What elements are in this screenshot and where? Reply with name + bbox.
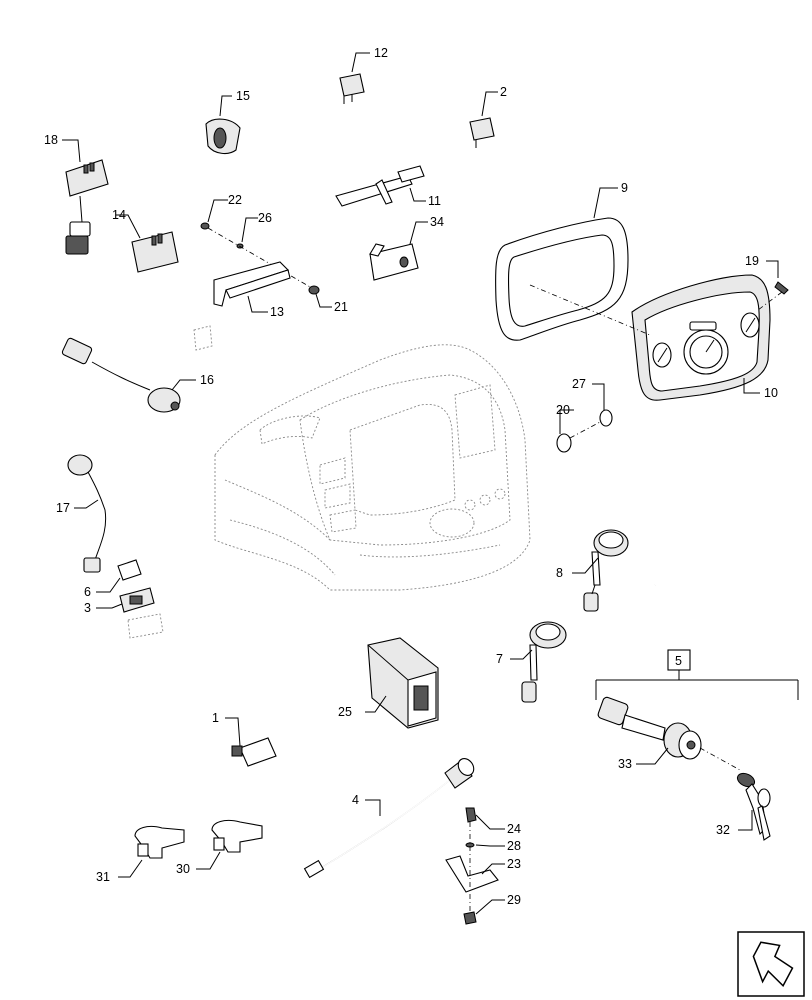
dashboard-housing-ghost <box>214 344 531 591</box>
part-32-keys <box>736 772 771 841</box>
part-4-cable-assembly <box>303 758 475 879</box>
callout-10: 10 <box>764 386 778 400</box>
part-15-connector-plug <box>205 118 241 155</box>
callout-17: 17 <box>56 501 70 515</box>
callout-9: 9 <box>621 181 628 195</box>
callout-25: 25 <box>338 705 352 719</box>
part-22-screw <box>200 222 210 230</box>
part-27-ring <box>599 409 613 427</box>
callout-33: 33 <box>618 757 632 771</box>
callout-8: 8 <box>556 566 563 580</box>
part-9-frame <box>495 217 629 341</box>
callout-5: 5 <box>675 654 682 668</box>
part-16-pressure-sensor <box>61 337 181 413</box>
callout-22: 22 <box>228 193 242 207</box>
part-11-bracket <box>335 165 425 207</box>
part-21-nut <box>308 285 320 295</box>
part-23-bracket <box>445 855 499 893</box>
part-19-screw <box>774 281 789 295</box>
part-5-assembly-bracket <box>595 649 799 700</box>
part-18-module <box>65 159 109 255</box>
part-29-nut <box>463 911 477 925</box>
part-30-switch-cap <box>211 819 263 853</box>
callout-2: 2 <box>500 85 507 99</box>
callout-28: 28 <box>507 839 521 853</box>
callout-27: 27 <box>572 377 586 391</box>
callout-26: 26 <box>258 211 272 225</box>
callout-20: 20 <box>556 403 570 417</box>
callout-6: 6 <box>84 585 91 599</box>
connector-ghost-small <box>127 613 164 639</box>
callout-23: 23 <box>507 857 521 871</box>
callout-18: 18 <box>44 133 58 147</box>
next-page-arrow-icon[interactable] <box>737 931 805 997</box>
part-20-ring <box>556 433 572 453</box>
callout-14: 14 <box>112 208 126 222</box>
part-25-rocker-switch <box>367 637 439 729</box>
callout-29: 29 <box>507 893 521 907</box>
callout-labels: 9 10 19 20 27 8 7 5 25 1 4 33 32 24 28 2… <box>44 46 778 907</box>
callout-34: 34 <box>430 215 444 229</box>
part-12-relay <box>339 73 365 104</box>
callout-1: 1 <box>212 711 219 725</box>
part-14-relay <box>131 231 179 273</box>
part-1-connector <box>231 737 277 767</box>
part-7-connector-plug <box>521 621 567 703</box>
part-34-bracket <box>369 243 419 281</box>
part-17-sender <box>67 454 107 573</box>
callout-31: 31 <box>96 870 110 884</box>
part-8-connector-plug <box>583 529 629 612</box>
part-13-bracket <box>213 261 291 307</box>
callout-15: 15 <box>236 89 250 103</box>
callout-7: 7 <box>496 652 503 666</box>
callout-32: 32 <box>716 823 730 837</box>
part-6-connector <box>117 559 142 581</box>
callout-16: 16 <box>200 373 214 387</box>
part-24-bolt <box>465 807 477 823</box>
part-33-ignition-switch <box>597 696 702 760</box>
callout-24: 24 <box>507 822 521 836</box>
callout-3: 3 <box>84 601 91 615</box>
part-2-relay <box>469 117 495 148</box>
callout-19: 19 <box>745 254 759 268</box>
part-3-connector <box>119 587 155 613</box>
callout-4: 4 <box>352 793 359 807</box>
callout-13: 13 <box>270 305 284 319</box>
leader-lines <box>62 52 779 915</box>
part-10-instrument-cluster <box>631 274 771 586</box>
part-31-switch-cap <box>134 825 185 859</box>
callout-21: 21 <box>334 300 348 314</box>
callout-12: 12 <box>374 46 388 60</box>
part-ghost-bolt <box>193 325 213 351</box>
callout-11: 11 <box>428 194 441 208</box>
callout-30: 30 <box>176 862 190 876</box>
